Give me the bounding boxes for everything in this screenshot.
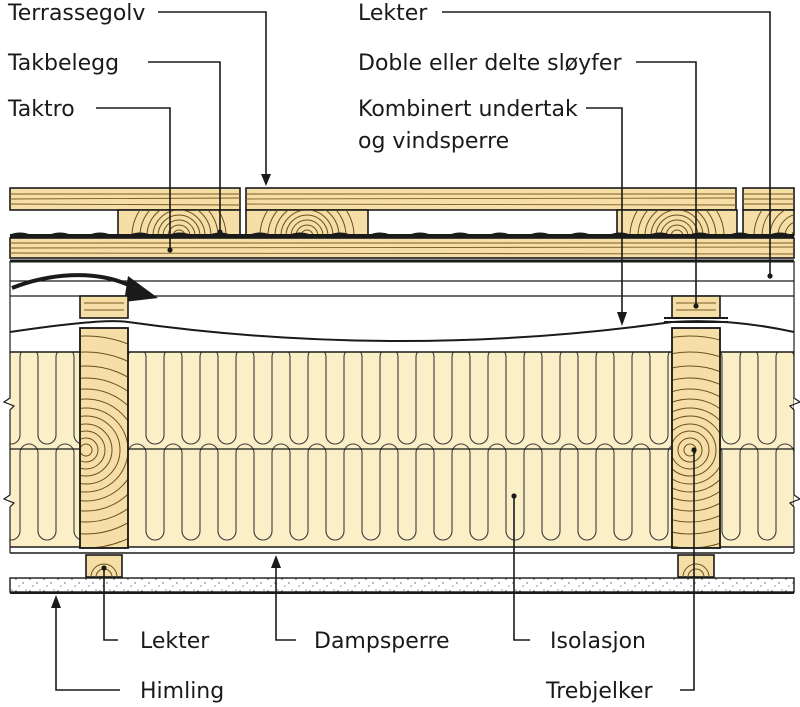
counter-battens bbox=[79, 295, 728, 323]
combined-underlay-wind-barrier bbox=[9, 320, 795, 342]
terrace-floor-boards bbox=[9, 187, 795, 211]
vapour-barrier bbox=[9, 547, 795, 554]
label-isolasjon: Isolasjon bbox=[550, 629, 646, 654]
label-himling: Himling bbox=[140, 679, 224, 704]
roofing-membrane bbox=[9, 232, 794, 238]
label-terrassegolv: Terrassegolv bbox=[7, 1, 145, 26]
airflow-arrow-icon bbox=[11, 273, 158, 302]
label-undertak-line1: Kombinert undertak bbox=[358, 97, 578, 122]
insulation bbox=[2, 351, 800, 548]
label-sloyfer: Doble eller delte sløyfer bbox=[358, 51, 622, 76]
ceiling-himling bbox=[9, 577, 795, 594]
label-takbelegg: Takbelegg bbox=[7, 51, 119, 76]
timber-joists bbox=[79, 327, 721, 549]
label-dampsperre: Dampsperre bbox=[314, 629, 450, 654]
labels: Terrassegolv Takbelegg Taktro Lekter Dob… bbox=[7, 1, 654, 704]
label-undertak-line2: og vindsperre bbox=[358, 129, 509, 154]
label-lekter-bottom: Lekter bbox=[140, 629, 210, 654]
roof-decking-taktro bbox=[9, 237, 795, 263]
label-taktro: Taktro bbox=[7, 97, 75, 122]
leader-lines bbox=[51, 11, 773, 691]
ceiling-battens bbox=[85, 554, 715, 578]
label-trebjelker: Trebjelker bbox=[545, 679, 654, 704]
label-lekter-top: Lekter bbox=[358, 1, 428, 26]
